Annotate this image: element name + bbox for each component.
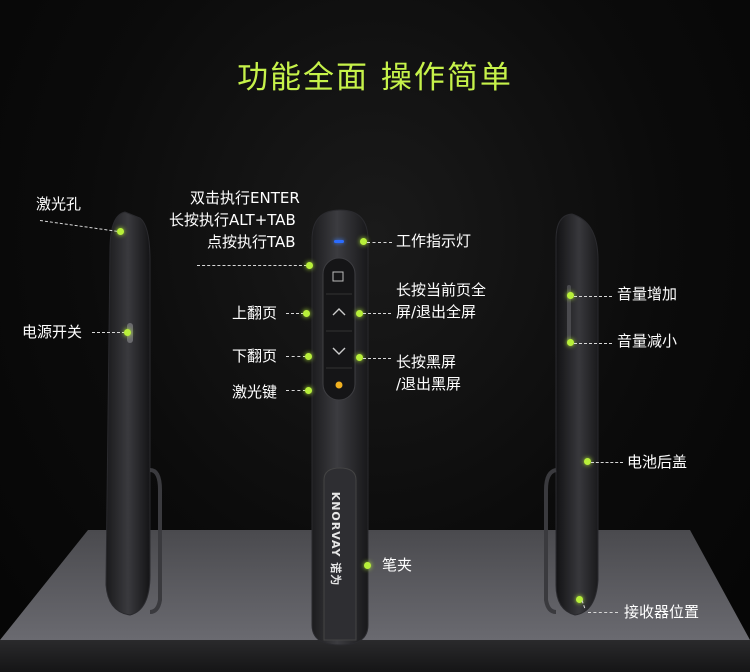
callout-dot: [124, 329, 131, 336]
callout-dot: [306, 262, 313, 269]
leader-line: [286, 313, 304, 314]
leader-line: [574, 296, 612, 297]
label-long-press-alt-tab: 长按执行ALT+TAB: [169, 211, 296, 229]
leader-line: [363, 358, 391, 359]
label-volume-down: 音量减小: [617, 332, 678, 350]
label-indicator-light: 工作指示灯: [396, 232, 472, 250]
presenter-front-view: [311, 209, 369, 646]
leader-line: [574, 343, 612, 344]
callout-dot: [584, 458, 591, 465]
page-title: 功能全面 操作简单: [237, 60, 513, 96]
label-page-up: 上翻页: [232, 304, 278, 322]
label-fullscreen-line2: 屏/退出全屏: [396, 303, 477, 321]
callout-dot: [576, 596, 583, 603]
leader-line: [92, 332, 125, 333]
callout-dot: [364, 562, 371, 569]
label-laser-key: 激光键: [232, 383, 278, 401]
label-click-tab: 点按执行TAB: [207, 233, 296, 251]
label-receiver-position: 接收器位置: [624, 603, 700, 621]
label-page-down: 下翻页: [232, 347, 278, 365]
callout-dot: [303, 310, 310, 317]
callout-dot: [305, 387, 312, 394]
callout-dot: [117, 228, 124, 235]
label-blackscreen-line2: /退出黑屏: [396, 375, 462, 393]
presenter-side-view-left: [105, 211, 162, 616]
brand-logo: KNORVAY 诺为: [329, 491, 342, 587]
leader-line: [363, 313, 391, 314]
label-battery-cover: 电池后盖: [627, 453, 688, 471]
callout-dot: [360, 238, 367, 245]
leader-line: [591, 462, 623, 463]
presenter-side-view-right: [544, 213, 599, 616]
label-power-switch: 电源开关: [22, 323, 83, 341]
label-double-click: 双击执行ENTER: [190, 189, 300, 207]
label-volume-up: 音量增加: [617, 285, 678, 303]
leader-line: [197, 265, 307, 266]
leader-line: [286, 356, 306, 357]
label-fullscreen-line1: 长按当前页全: [396, 281, 487, 299]
callout-dot: [567, 292, 574, 299]
indicator-led-icon: [334, 240, 344, 243]
callout-dot: [567, 339, 574, 346]
leader-line: [286, 390, 306, 391]
label-pen-clip: 笔夹: [382, 556, 413, 574]
callout-dot: [356, 310, 363, 317]
leader-line: [588, 612, 618, 613]
label-blackscreen-line1: 长按黑屏: [396, 353, 457, 371]
callout-dot: [356, 354, 363, 361]
leader-line: [367, 242, 392, 243]
callout-dot: [305, 353, 312, 360]
label-laser-hole: 激光孔: [36, 195, 82, 213]
